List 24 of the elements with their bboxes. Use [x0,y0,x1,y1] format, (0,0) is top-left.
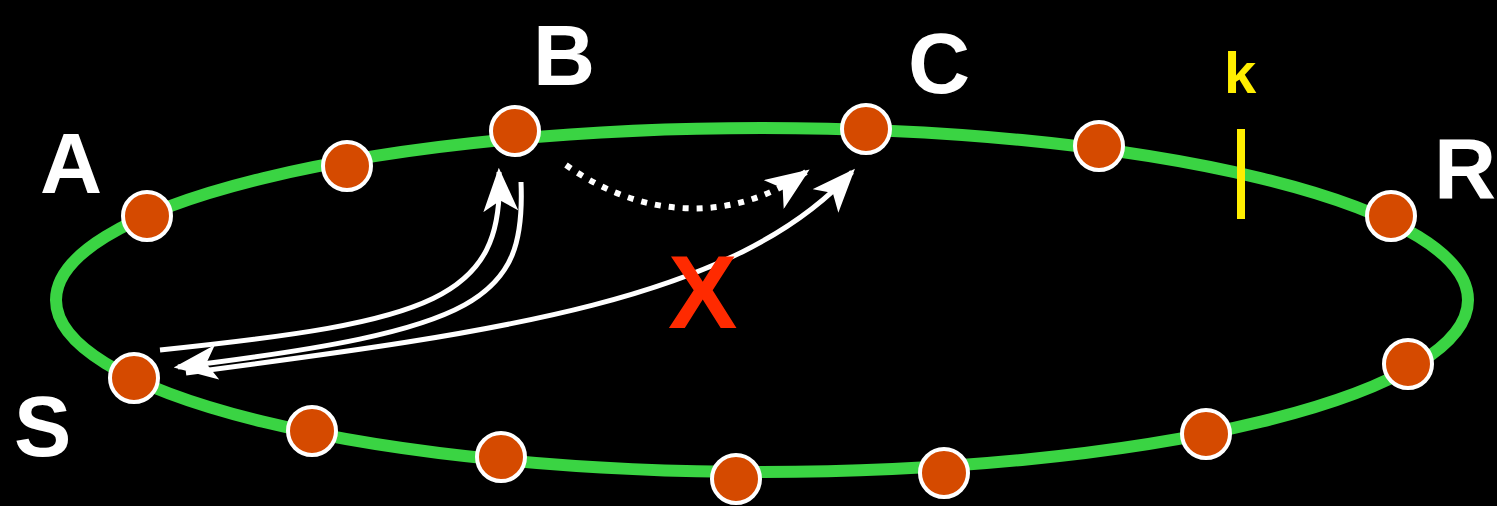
ring-node-circle [489,105,541,157]
node-letter: S [14,383,72,469]
ring-node-circle [1365,190,1417,242]
ring-node-circle [475,431,527,483]
node-letter: C [908,20,971,106]
edge-label: X [668,240,738,344]
position-label: k [1224,44,1257,102]
ring-node-circle [1382,338,1434,390]
node-letter: R [1434,125,1497,211]
node-letter: B [533,12,596,98]
arrow [173,182,524,380]
arrow [159,167,517,353]
ring-node-circle [286,405,338,457]
ring-node-circle [121,190,173,242]
ring-node-circle [918,447,970,499]
ring-node-circle [108,352,160,404]
ring-node-circle [1073,120,1125,172]
dotted-arrow [564,162,810,212]
arrow [185,169,856,376]
ring-node-circle [840,103,892,155]
ring-node-circle [710,453,762,505]
ring-node-circle [321,140,373,192]
ring-node-circle [1180,408,1232,460]
node-letter: A [40,120,103,206]
